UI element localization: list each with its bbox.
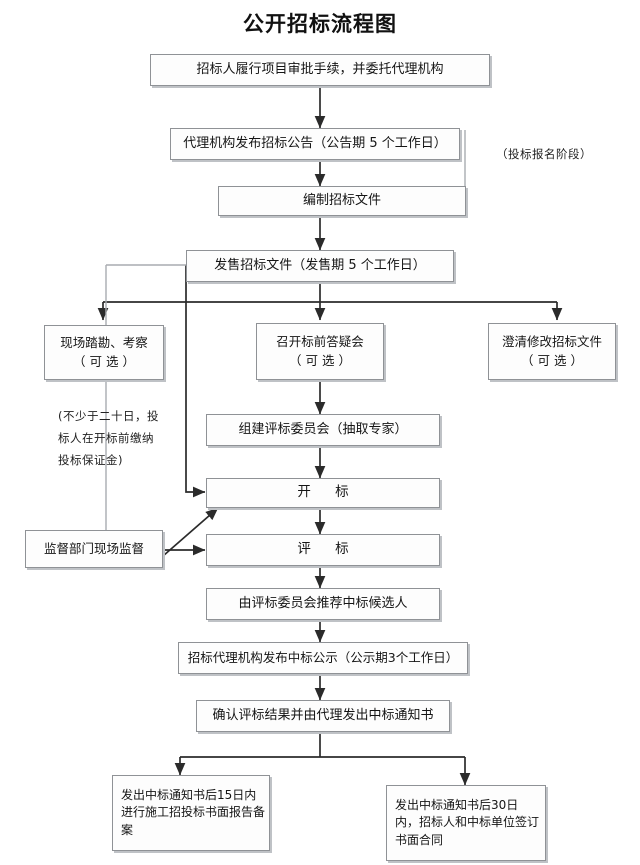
- node-label: 代理机构发布招标公告（公告期 5 个工作日）: [183, 135, 447, 151]
- node-label: 现场踏勘、考察 （ 可 选 ）: [60, 335, 148, 369]
- node-recommend-candidates[interactable]: 由评标委员会推荐中标候选人: [206, 588, 440, 620]
- node-label: 招标人履行项目审批手续，并委托代理机构: [196, 61, 444, 77]
- node-pre-bid-meeting[interactable]: 召开标前答疑会 （ 可 选 ）: [256, 323, 384, 380]
- node-label: 确认评标结果并由代理发出中标通知书: [212, 707, 434, 723]
- node-bid-opening[interactable]: 开 标: [206, 478, 440, 508]
- node-clarify-docs[interactable]: 澄清修改招标文件 （ 可 选 ）: [488, 323, 616, 380]
- node-confirm-result[interactable]: 确认评标结果并由代理发出中标通知书: [196, 700, 450, 732]
- node-bid-evaluation[interactable]: 评 标: [206, 534, 440, 566]
- page-title: 公开招标流程图: [243, 12, 397, 36]
- node-label: 组建评标委员会（抽取专家）: [238, 421, 408, 437]
- node-label: 发出中标通知书后15日内进行施工招投标书面报告备案: [121, 787, 266, 837]
- node-publicity[interactable]: 招标代理机构发布中标公示（公示期3个工作日）: [178, 642, 468, 674]
- node-label: 发出中标通知书后30日内，招标人和中标单位签订书面合同: [395, 797, 540, 847]
- node-supervision[interactable]: 监督部门现场监督: [25, 530, 163, 568]
- node-label: 监督部门现场监督: [43, 540, 144, 556]
- node-form-committee[interactable]: 组建评标委员会（抽取专家）: [206, 414, 440, 446]
- node-prepare-docs[interactable]: 编制招标文件: [218, 186, 466, 216]
- node-publish-notice[interactable]: 代理机构发布招标公告（公告期 5 个工作日）: [170, 128, 460, 160]
- node-contract-30d[interactable]: 发出中标通知书后30日内，招标人和中标单位签订书面合同: [386, 785, 546, 861]
- node-sell-docs[interactable]: 发售招标文件（发售期 5 个工作日）: [186, 250, 454, 282]
- node-site-survey[interactable]: 现场踏勘、考察 （ 可 选 ）: [44, 325, 164, 380]
- node-label: 由评标委员会推荐中标候选人: [238, 595, 408, 611]
- node-apply-approval[interactable]: 招标人履行项目审批手续，并委托代理机构: [150, 54, 490, 86]
- node-label: 召开标前答疑会 （ 可 选 ）: [276, 334, 364, 368]
- node-label: 发售招标文件（发售期 5 个工作日）: [214, 257, 426, 273]
- node-label: 澄清修改招标文件 （ 可 选 ）: [501, 334, 602, 368]
- note-registration-stage: （投标报名阶段）: [496, 147, 592, 161]
- node-label: 编制招标文件: [302, 192, 381, 208]
- node-filing-15d[interactable]: 发出中标通知书后15日内进行施工招投标书面报告备案: [112, 775, 270, 851]
- node-label: 开 标: [297, 484, 359, 501]
- node-label: 评 标: [297, 541, 359, 558]
- node-label: 招标代理机构发布中标公示（公示期3个工作日）: [187, 649, 459, 665]
- note-deposit: (不少于二十日，投 标人在开标前缴纳 投标保证金): [58, 409, 159, 467]
